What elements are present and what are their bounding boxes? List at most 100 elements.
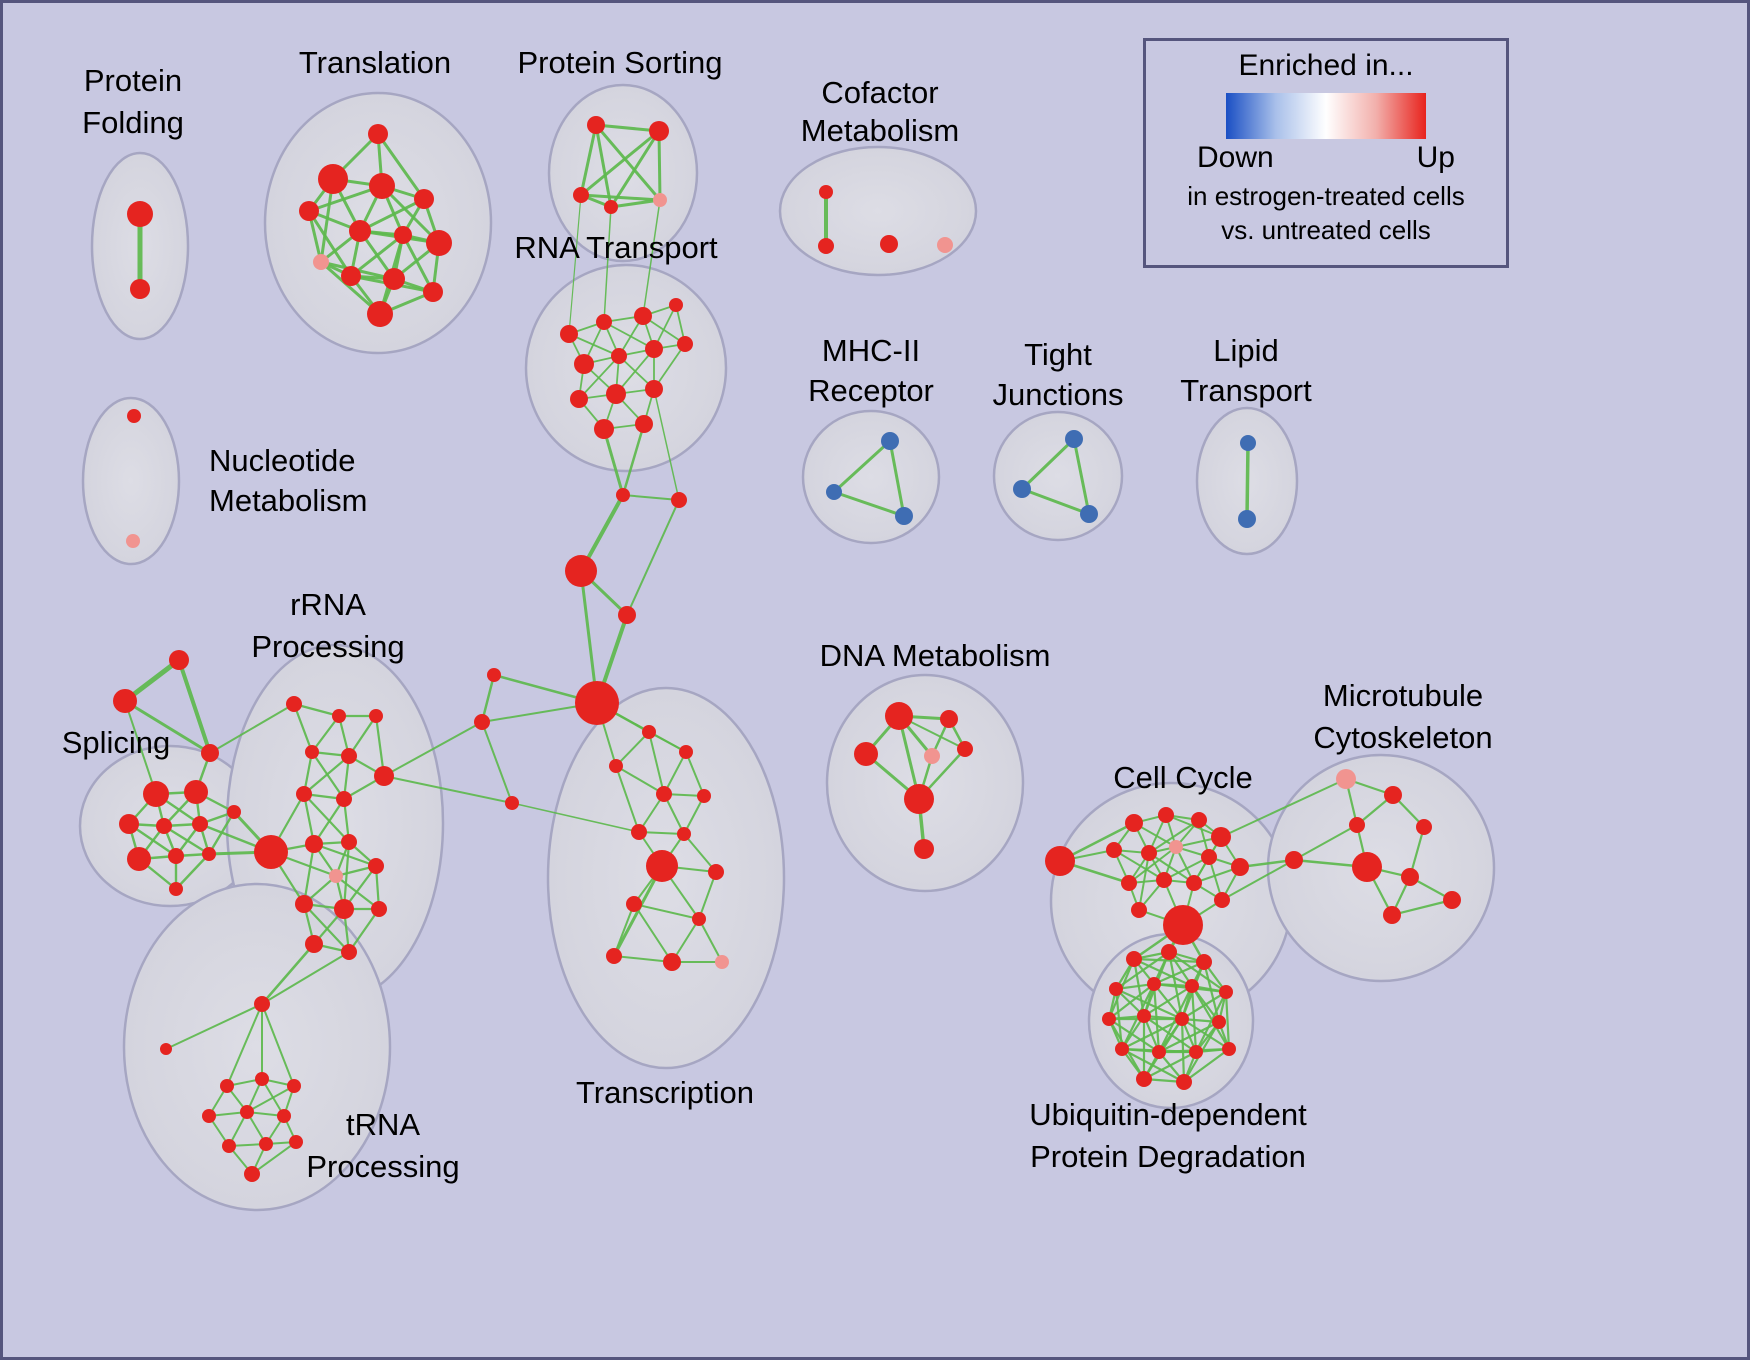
gene-set-node (1136, 1071, 1152, 1087)
gene-set-node (1163, 905, 1203, 945)
network-edge (603, 321, 655, 350)
gene-set-node (663, 953, 681, 971)
gene-set-node (318, 164, 348, 194)
gene-set-node (634, 307, 652, 325)
network-edge (1128, 846, 1177, 884)
gene-set-node (957, 741, 973, 757)
network-edge (1182, 1047, 1231, 1084)
gene-set-node (679, 745, 693, 759)
gene-set-node (708, 864, 724, 880)
network-edge (615, 765, 665, 795)
network-edge (613, 955, 673, 963)
network-edge (653, 343, 686, 390)
legend-up-label: Up (1416, 141, 1455, 174)
gene-set-node (854, 742, 878, 766)
gene-set-node (1231, 858, 1249, 876)
network-edge (832, 490, 906, 518)
gene-set-node (1141, 845, 1157, 861)
network-edge (1390, 898, 1454, 917)
gene-set-node (1161, 944, 1177, 960)
network-edge (347, 714, 378, 758)
gene-set-node (127, 201, 153, 227)
gene-set-node (677, 827, 691, 841)
gene-set-node (423, 282, 443, 302)
network-edge (349, 233, 405, 278)
network-edge (1107, 982, 1156, 1021)
gene-set-node (596, 314, 612, 330)
gene-set-node (202, 1109, 216, 1123)
gene-set-node (606, 384, 626, 404)
network-edge (1221, 859, 1295, 901)
network-edge (1238, 858, 1296, 869)
gene-set-node (305, 745, 319, 759)
gene-set-node (289, 1135, 303, 1149)
network-edge (1157, 1020, 1221, 1054)
network-edge (376, 132, 426, 201)
network-edge (310, 750, 346, 801)
network-edge (1120, 1047, 1186, 1084)
gene-set-node (904, 784, 934, 814)
gene-set-node (168, 848, 184, 864)
gene-set-node (369, 173, 395, 199)
gene-set-node (1125, 814, 1143, 832)
network-edge (1142, 1014, 1198, 1054)
network-edge (226, 1003, 263, 1087)
gene-set-node (1349, 817, 1365, 833)
network-edge (347, 907, 381, 954)
gene-set-node (669, 298, 683, 312)
legend-title: Enriched in... (1238, 49, 1414, 82)
gene-set-node (1102, 1012, 1116, 1026)
gene-set-node (254, 835, 288, 869)
gene-set-node (653, 193, 667, 207)
gene-set-node (505, 796, 519, 810)
gene-set-node (677, 336, 693, 352)
network-edge (342, 840, 351, 911)
network-edge (177, 658, 212, 755)
gene-set-node (1285, 851, 1303, 869)
gene-set-node (156, 818, 172, 834)
network-edge (888, 439, 906, 518)
network-edge (683, 795, 705, 835)
cluster-label-splicing: Splicing (62, 725, 171, 760)
network-edge (609, 129, 661, 209)
gene-set-node (1222, 1042, 1236, 1056)
gene-set-node (143, 781, 169, 807)
gene-set-node (645, 380, 663, 398)
gene-set-node (414, 189, 434, 209)
gene-set-node (341, 834, 357, 850)
cluster-label-protein-sorting: Protein Sorting (517, 45, 722, 80)
gene-set-node (169, 650, 189, 670)
network-edge (261, 1003, 295, 1087)
network-edge (1148, 852, 1195, 884)
network-edge (603, 206, 612, 323)
network-edge (698, 918, 723, 963)
gene-set-node (244, 1166, 260, 1182)
cluster-label-rna-transport: RNA Transport (514, 230, 718, 265)
gene-set-node (642, 725, 656, 739)
gene-set-node (1443, 891, 1461, 909)
network-edge (1245, 441, 1250, 521)
network-edge (1120, 1017, 1184, 1051)
gene-set-node (1126, 951, 1142, 967)
network-edge (1072, 437, 1091, 516)
network-edge (292, 702, 314, 754)
network-edge (401, 233, 435, 294)
network-edge (246, 1085, 295, 1113)
network-edge (1224, 990, 1231, 1051)
gene-set-node (1106, 842, 1122, 858)
gene-set-node (697, 789, 711, 803)
network-edge (162, 824, 211, 856)
network-edge (648, 731, 665, 795)
gene-set-node (881, 432, 899, 450)
gene-set-node (126, 534, 140, 548)
network-edge (579, 123, 598, 197)
network-edge (1142, 984, 1194, 1018)
gene-set-node (715, 955, 729, 969)
gene-set-node (227, 805, 241, 819)
